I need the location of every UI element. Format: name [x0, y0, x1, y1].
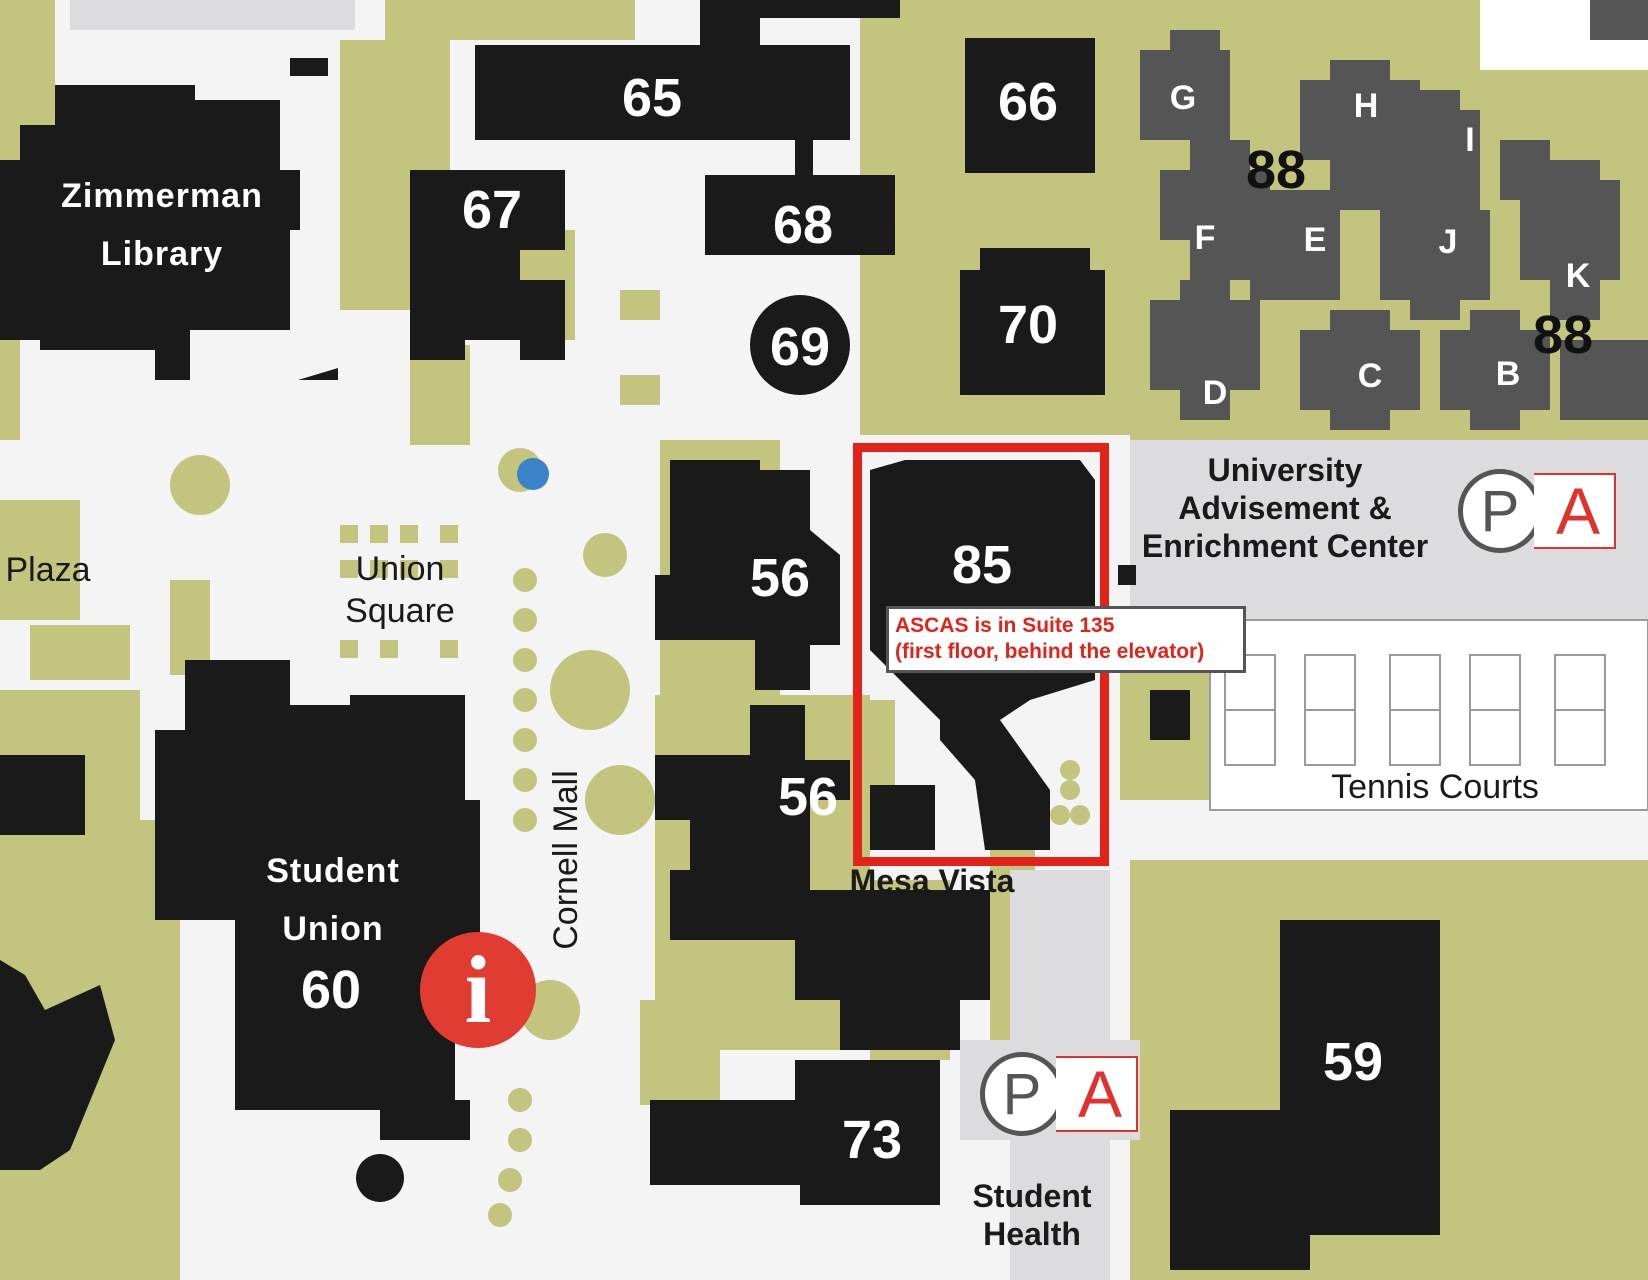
- ascas-callout: ASCAS is in Suite 135 (first floor, behi…: [886, 606, 1246, 673]
- building-65-label[interactable]: 65: [621, 68, 683, 128]
- student-union-label[interactable]: Student Union: [266, 854, 400, 946]
- uaec-line-3: Enrichment Center: [1141, 528, 1429, 564]
- building-56-lower-label[interactable]: 56: [777, 767, 839, 827]
- parking-lot-letter: A: [1534, 473, 1617, 549]
- building-68-label[interactable]: 68: [772, 195, 834, 255]
- building-69-label[interactable]: 69: [769, 317, 831, 377]
- wing-i-label: I: [1465, 121, 1475, 159]
- wing-b-label: B: [1495, 355, 1521, 393]
- tennis-courts-area: [1209, 619, 1648, 811]
- wing-e-label: E: [1303, 221, 1327, 259]
- uaec-line-2: Advisement &: [1178, 490, 1392, 526]
- building-85-label[interactable]: 85: [951, 535, 1013, 595]
- zimmerman-library-label[interactable]: Zimmerman Library: [61, 179, 263, 271]
- plaza-label: Plaza: [5, 551, 91, 589]
- building-67-label[interactable]: 67: [461, 180, 523, 240]
- buildings: [0, 0, 1440, 1270]
- uaec-label[interactable]: University Advisement & Enrichment Cente…: [1142, 454, 1428, 562]
- mesa-vista-hall-label[interactable]: Mesa Vista Hall: [850, 865, 1015, 935]
- building-70-label[interactable]: 70: [997, 295, 1059, 355]
- zimmerman-line-2: Library: [100, 235, 224, 273]
- building-88-label-top[interactable]: 88: [1245, 140, 1307, 200]
- zimmerman-line-1: Zimmerman: [61, 177, 263, 215]
- parking-lot-letter: A: [1056, 1056, 1139, 1132]
- mesa-vista-line-2: Hall: [902, 901, 962, 937]
- building-66-label[interactable]: 66: [997, 72, 1059, 132]
- wing-j-label: J: [1438, 223, 1458, 261]
- union-square-line-1: Union: [355, 550, 445, 588]
- uaec-line-1: University: [1207, 452, 1363, 488]
- wing-f-label: F: [1194, 219, 1216, 257]
- building-60-label[interactable]: 60: [300, 960, 362, 1020]
- building-56-upper-label[interactable]: 56: [749, 548, 811, 608]
- building-88-label-right[interactable]: 88: [1532, 305, 1594, 365]
- building-59-label[interactable]: 59: [1322, 1032, 1384, 1092]
- student-health-line-2: Health: [983, 1216, 1081, 1252]
- student-union-line-2: Union: [282, 910, 384, 948]
- union-square-line-2: Square: [345, 592, 455, 630]
- wing-c-label: C: [1357, 357, 1383, 395]
- blue-location-dot: [517, 458, 549, 490]
- union-square-label: Union Square: [345, 552, 455, 628]
- info-icon[interactable]: i: [420, 932, 536, 1048]
- wing-d-label: D: [1202, 374, 1228, 412]
- wing-k-label: K: [1565, 257, 1591, 295]
- student-union-line-1: Student: [266, 852, 400, 890]
- wing-h-label: H: [1353, 87, 1379, 125]
- callout-line-2: (first floor, behind the elevator): [895, 640, 1205, 664]
- parking-p-icon: P: [980, 1052, 1064, 1136]
- housing-88: [1140, 0, 1648, 430]
- tennis-courts-label: Tennis Courts: [1331, 768, 1539, 806]
- student-health-label[interactable]: Student Health: [972, 1180, 1091, 1250]
- mesa-vista-line-1: Mesa Vista: [849, 863, 1015, 899]
- building-73-label[interactable]: 73: [841, 1110, 903, 1170]
- student-health-line-1: Student: [972, 1178, 1092, 1214]
- info-glyph: i: [464, 936, 492, 1043]
- parking-lot-a-lower[interactable]: P A: [980, 1052, 1139, 1136]
- cornell-mall-label: Cornell Mall: [547, 770, 585, 950]
- wing-g-label: G: [1169, 79, 1197, 117]
- callout-line-1: ASCAS is in Suite 135: [895, 614, 1115, 637]
- parking-lot-a-upper[interactable]: P A: [1458, 469, 1617, 553]
- parking-p-icon: P: [1458, 469, 1542, 553]
